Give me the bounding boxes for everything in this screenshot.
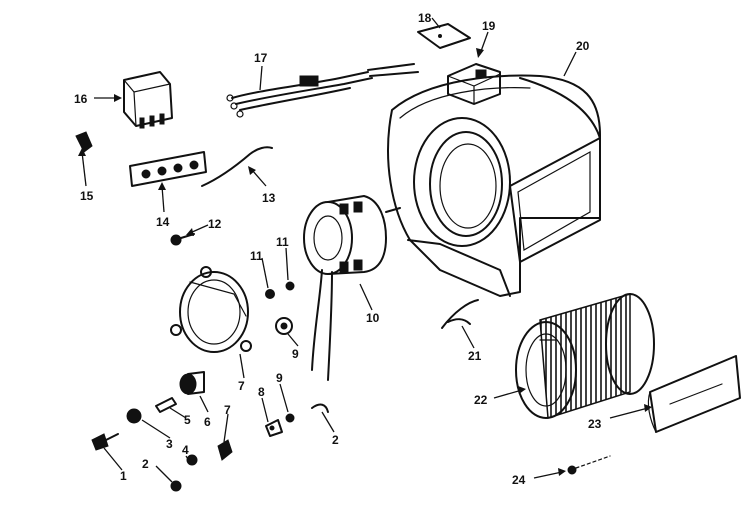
- nut: [265, 289, 275, 299]
- bushing: [179, 371, 205, 395]
- callout-25: 23: [588, 417, 602, 431]
- hex-nut: [170, 480, 182, 492]
- callout-18: 16: [74, 92, 88, 106]
- relay-box: [447, 63, 501, 105]
- callout-1: 1: [120, 469, 127, 483]
- flat-washer: [126, 408, 142, 424]
- pin: [155, 397, 177, 413]
- callout-24: 22: [474, 393, 488, 407]
- leader-lines: [78, 17, 652, 483]
- callout-10: 9: [292, 347, 299, 361]
- clip: [75, 131, 93, 153]
- wire-jumper: [201, 146, 273, 187]
- washer: [285, 281, 295, 291]
- callout-13: 11: [250, 249, 263, 263]
- spring-clip: [311, 403, 329, 413]
- callout-17: 15: [80, 189, 94, 203]
- callout-8: 8: [258, 385, 265, 399]
- blower-motor: [303, 195, 401, 381]
- grommet: [275, 317, 293, 335]
- callout-7a: 7: [238, 379, 245, 393]
- callout-5: 5: [184, 413, 191, 427]
- callout-3: 3: [166, 437, 173, 451]
- bolt: [91, 433, 119, 451]
- callout-9: 9: [276, 371, 283, 385]
- callout-11: 10: [366, 311, 380, 325]
- callout-16: 14: [156, 215, 170, 229]
- callout-labels: 16 15 14 13 17 12 11 11 10 9 7 6 5 3 4 1…: [74, 11, 602, 487]
- callout-14: 12: [208, 217, 222, 231]
- callout-20: 18: [418, 11, 432, 25]
- callout-21: 19: [482, 19, 496, 33]
- callout-19: 17: [254, 51, 268, 65]
- screw: [170, 233, 195, 246]
- retaining-clip: [441, 299, 479, 329]
- callout-26: 24: [512, 473, 526, 487]
- blower-wheel: [515, 293, 655, 419]
- callout-22: 20: [576, 39, 590, 53]
- motor-mount: [170, 266, 252, 353]
- callout-15: 13: [262, 191, 276, 205]
- small-nut: [285, 413, 295, 423]
- carriage-bolt: [265, 419, 283, 437]
- access-panel: [647, 355, 741, 433]
- blower-housing: [387, 74, 601, 297]
- bracket-clip: [217, 439, 233, 461]
- callout-6: 6: [204, 415, 211, 429]
- callout-23: 21: [468, 349, 482, 363]
- callout-2b: 2: [332, 433, 339, 447]
- panel-screw: [567, 455, 611, 475]
- wiring-harness: [226, 63, 419, 118]
- callout-12: 11: [276, 235, 289, 249]
- lock-washer: [186, 454, 198, 466]
- relay: [123, 71, 173, 129]
- cover-plate: [417, 23, 471, 49]
- callout-7b: 7: [224, 403, 231, 417]
- terminal-strip: [129, 151, 207, 187]
- callout-2a: 2: [142, 457, 149, 471]
- callout-4: 4: [182, 443, 189, 457]
